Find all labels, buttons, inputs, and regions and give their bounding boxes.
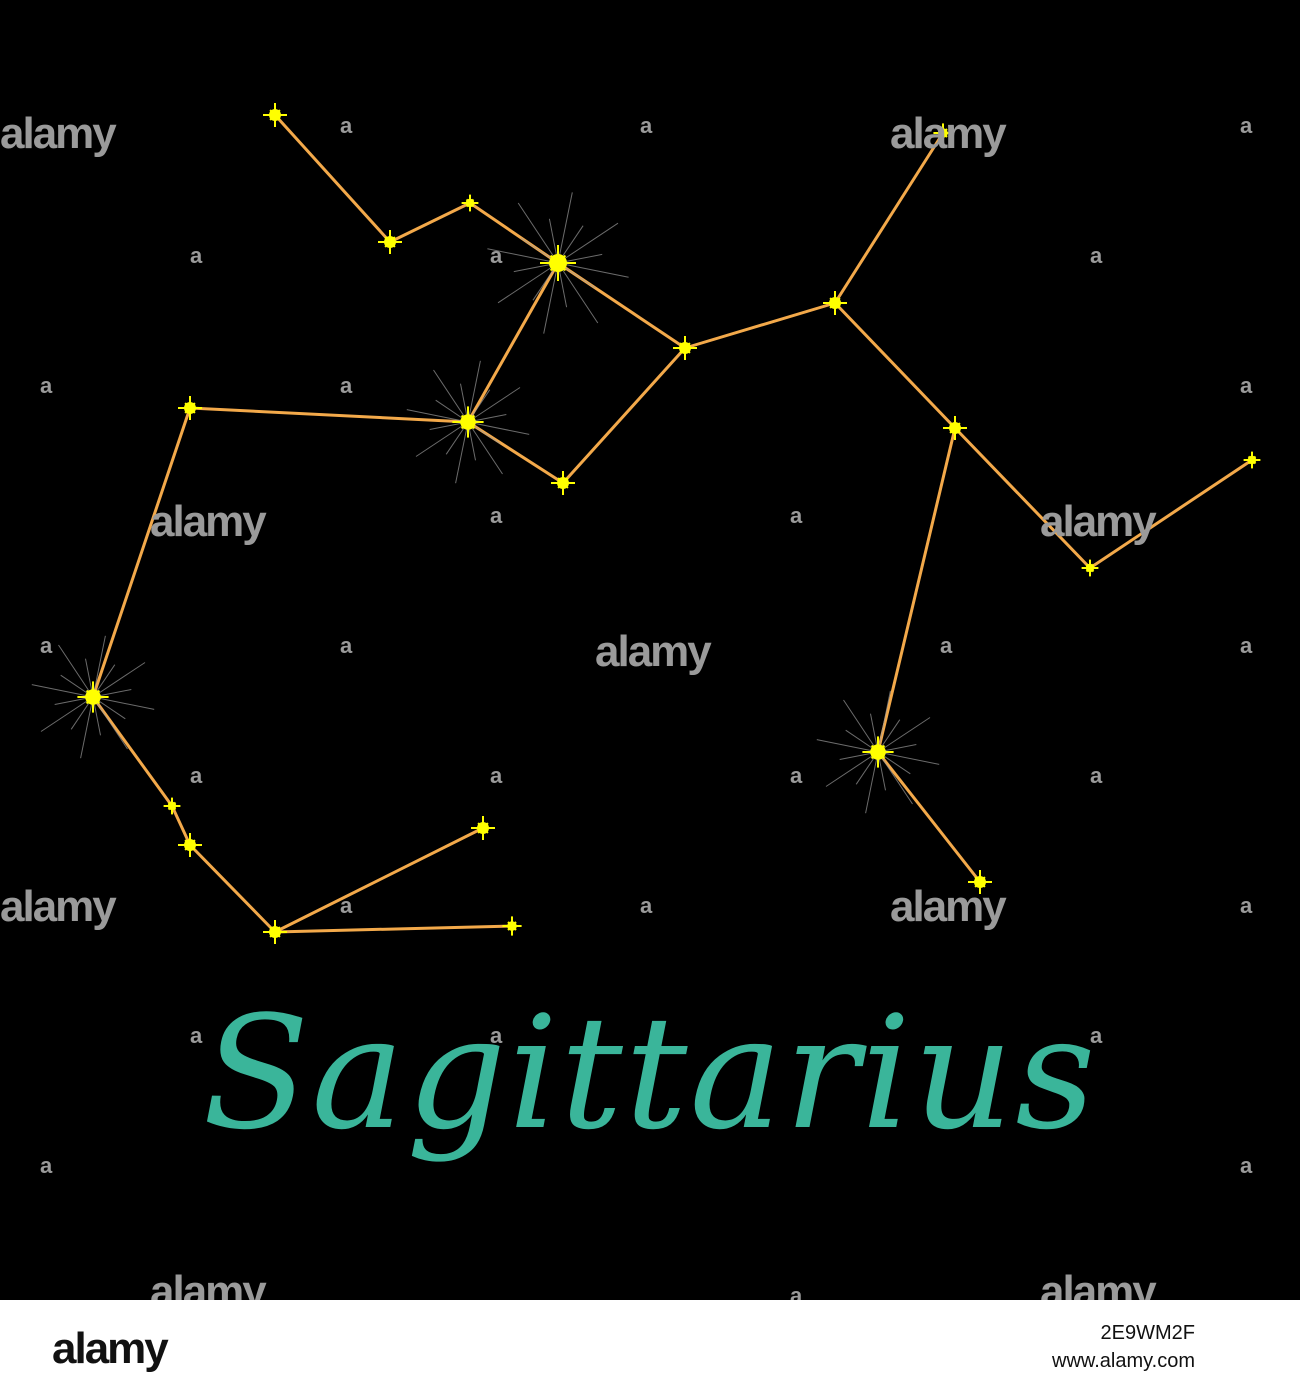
watermark-mark: a: [490, 1023, 503, 1048]
watermark-mark: a: [340, 373, 353, 398]
watermark-text: alamy: [890, 109, 1007, 158]
star: [551, 471, 575, 495]
watermark-text: alamy: [1040, 497, 1157, 546]
constellation-line: [684, 301, 836, 350]
star: [406, 360, 530, 484]
watermark-mark: a: [190, 763, 203, 788]
footer-logo: alamy: [52, 1324, 169, 1373]
constellation-line: [188, 843, 277, 934]
star: [461, 194, 479, 212]
constellation-line: [876, 751, 982, 883]
constellation-line: [91, 407, 192, 698]
star: [816, 690, 940, 814]
constellation-line: [389, 201, 471, 244]
constellation-line: [1089, 458, 1253, 570]
constellation-title: Sagittarius: [202, 982, 1098, 1164]
star: [487, 192, 629, 334]
watermark-mark: a: [1240, 373, 1253, 398]
watermark-mark: a: [40, 1153, 53, 1178]
star: [378, 230, 402, 254]
watermark-text: alamy: [150, 497, 267, 546]
watermark-mark: a: [490, 763, 503, 788]
star: [263, 920, 287, 944]
watermark-text: alamy: [0, 109, 117, 158]
watermark-mark: a: [340, 113, 353, 138]
watermark-mark: a: [940, 633, 953, 658]
footer-url: www.alamy.com: [1052, 1350, 1195, 1372]
star: [1081, 559, 1099, 577]
star: [178, 396, 202, 420]
constellation-line: [273, 113, 392, 244]
watermark-mark: a: [1090, 763, 1103, 788]
star: [968, 870, 992, 894]
constellation-line: [274, 826, 484, 934]
watermark-mark: a: [1240, 113, 1253, 138]
image-id: 2E9WM2F: [1100, 1322, 1195, 1344]
constellation-diagram: [31, 103, 1261, 944]
constellation-line: [833, 301, 957, 430]
star: [163, 797, 181, 815]
star: [263, 103, 287, 127]
star: [943, 416, 967, 440]
constellation-line: [876, 427, 957, 753]
watermark-mark: a: [490, 243, 503, 268]
constellation-stars: [31, 103, 1261, 944]
footer-bar: alamy 2E9WM2F www.alamy.com: [0, 1300, 1300, 1390]
watermark-mark: a: [1240, 893, 1253, 918]
star: [31, 635, 155, 759]
watermark-mark: a: [190, 243, 203, 268]
watermark-mark: a: [490, 503, 503, 528]
star: [823, 291, 847, 315]
watermark-mark: a: [340, 633, 353, 658]
watermark-mark: a: [340, 893, 353, 918]
constellation-line: [953, 426, 1092, 570]
watermark-mark: a: [1240, 1153, 1253, 1178]
watermark-mark: a: [640, 113, 653, 138]
constellation-line: [189, 406, 469, 424]
constellation-line: [833, 132, 945, 304]
star: [178, 833, 202, 857]
constellation-line: [561, 346, 687, 485]
star: [933, 123, 953, 143]
constellation-line: [466, 262, 560, 423]
watermark-mark: a: [190, 1023, 203, 1048]
watermark-mark: a: [1240, 633, 1253, 658]
watermark-mark: a: [640, 893, 653, 918]
watermark-text: alamy: [595, 627, 712, 676]
watermark-mark: a: [790, 503, 803, 528]
constellation-lines: [91, 113, 1253, 934]
constellation-line: [91, 696, 174, 807]
watermark-text: alamy: [890, 882, 1007, 931]
watermark-mark: a: [1090, 243, 1103, 268]
watermark-mark: a: [790, 763, 803, 788]
constellation-line: [274, 924, 513, 934]
constellation-line: [170, 805, 192, 846]
watermark-mark: a: [1090, 1023, 1103, 1048]
star: [1243, 451, 1261, 469]
star: [673, 336, 697, 360]
star: [471, 816, 495, 840]
watermark-mark: a: [40, 633, 53, 658]
star: [502, 916, 522, 936]
watermark-mark: a: [40, 373, 53, 398]
watermark-text: alamy: [0, 882, 117, 931]
